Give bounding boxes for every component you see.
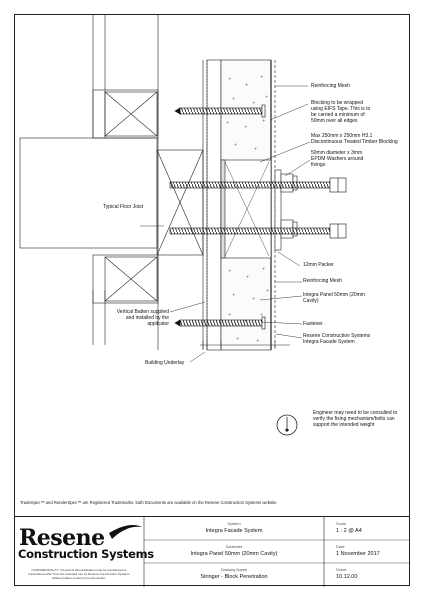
svg-text:+: + <box>234 142 237 147</box>
bolt-upper <box>169 177 347 193</box>
leader-lines <box>140 85 311 363</box>
label-engineer-note: Engineer may need to be consulted to ver… <box>313 410 398 428</box>
date-cell: Date 1 November 2017 <box>336 544 380 557</box>
label-epdm-washers: 50mm diameter x 3mm EPDM Washers around … <box>311 150 364 168</box>
penetration-blocking <box>220 159 272 259</box>
drawing-name-value: Stringer - Block Penetration <box>200 574 268 580</box>
svg-text:+: + <box>260 312 263 317</box>
confidentiality-note: CONFIDENTIALITY: No part of this publica… <box>28 568 130 580</box>
vertical-battens <box>206 59 222 351</box>
label-resene-system: Resene Construction Systems Integra Faca… <box>303 333 371 345</box>
label-timber-blocking: Max 250mm x 250mm H3.1 Discontinuous Tre… <box>311 133 398 145</box>
sheet-caption: Sheet <box>336 567 347 572</box>
label-fastener: Fastener <box>303 321 323 327</box>
svg-text:+: + <box>252 100 255 105</box>
bolt-lower <box>169 223 347 239</box>
timber-stud <box>92 14 106 345</box>
svg-text:+: + <box>244 124 247 129</box>
label-blocking-wrapped: Blocking to be wrapped using EIFS Tape. … <box>311 100 371 124</box>
trademark-note: TradeSpec™ and RenderSpec™ are Registere… <box>20 500 277 505</box>
substrate-value: Integra Panel 50mm (20mm Cavity) <box>190 551 278 557</box>
scale-caption: Scale <box>336 521 347 526</box>
drawing-name-cell: Drawing Name Stringer - Block Penetratio… <box>144 567 324 580</box>
svg-text:+: + <box>260 74 263 79</box>
svg-text:+: + <box>256 338 259 343</box>
label-reinforcing-mesh-bottom: Reinforcing Mesh <box>303 278 342 284</box>
timber-block-bottom <box>92 254 159 304</box>
substrate-cell: Substrate Integra Panel 50mm (20mm Cavit… <box>144 544 324 557</box>
sheet-value: 10.12.00 <box>336 574 358 580</box>
svg-text:+: + <box>262 266 265 271</box>
title-block: Resene Construction Systems CONFIDENTIAL… <box>14 516 410 587</box>
svg-text:+: + <box>245 82 248 87</box>
system-caption: System <box>227 521 241 526</box>
scale-value: 1 : 2 @ A4 <box>336 528 362 534</box>
floor-joist <box>19 137 204 256</box>
svg-text:+: + <box>265 94 268 99</box>
label-building-underlay: Building Underlay <box>145 360 185 366</box>
date-value: 1 November 2017 <box>336 551 380 557</box>
label-vertical-batten: Vertical Batten supplied and installed b… <box>116 309 169 327</box>
drawing-sheet-border <box>14 14 410 586</box>
timber-block-top <box>92 89 159 139</box>
substrate-caption: Substrate <box>225 544 243 549</box>
scale-cell: Scale 1 : 2 @ A4 <box>336 521 362 534</box>
system-cell: System Integra Facade System <box>144 521 324 534</box>
svg-text:+: + <box>232 292 235 297</box>
label-integra-panel: Integra Panel 50mm (20mm Cavity) <box>303 292 365 304</box>
resene-logo-name: Resene <box>19 525 105 551</box>
label-packer: 12mm Packer <box>303 262 334 268</box>
screw-top <box>174 104 266 118</box>
title-block-grid <box>109 517 410 587</box>
svg-text:+: + <box>228 76 231 81</box>
svg-text:+: + <box>266 288 269 293</box>
svg-text:+: + <box>236 336 239 341</box>
dimension-line <box>200 341 290 349</box>
sheet-cell: Sheet 10.12.00 <box>336 567 357 580</box>
system-value: Integra Facade System <box>205 528 263 534</box>
svg-text:+: + <box>246 274 249 279</box>
svg-text:+: + <box>254 146 257 151</box>
engineer-note-symbol <box>276 414 298 436</box>
svg-text:+: + <box>228 268 231 273</box>
date-caption: Date <box>336 544 345 549</box>
panel-eps-pattern: +++ +++ +++ ++ +++ +++ +++ ++ <box>226 74 269 343</box>
logo-swoosh-icon <box>109 525 142 539</box>
svg-text:+: + <box>252 296 255 301</box>
resene-logo-tagline: Construction Systems <box>18 547 154 561</box>
svg-text:+: + <box>262 118 265 123</box>
drawing-name-caption: Drawing Name <box>220 567 248 572</box>
screw-bottom <box>174 316 266 330</box>
label-reinforcing-mesh-top: Reinforcing Mesh <box>311 83 350 89</box>
svg-text:+: + <box>232 96 235 101</box>
svg-text:+: + <box>228 312 231 317</box>
svg-text:+: + <box>226 120 229 125</box>
label-floor-joist: Typical Floor Joist <box>103 204 144 210</box>
